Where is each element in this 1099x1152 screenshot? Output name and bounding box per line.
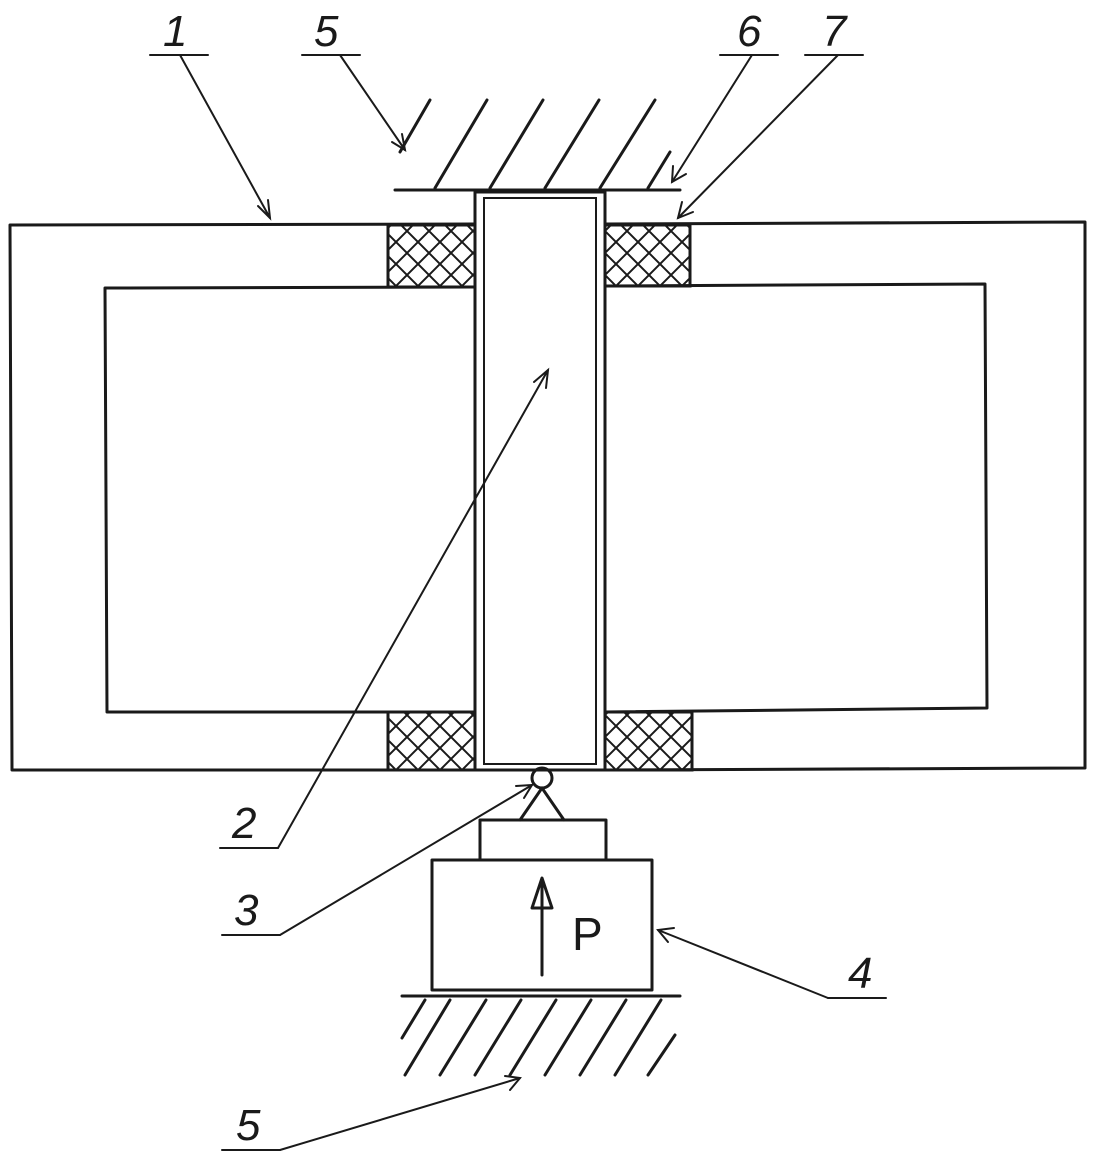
label-7: 7 <box>822 7 848 56</box>
label-5-bottom: 5 <box>236 1101 261 1150</box>
hinge-joint <box>518 766 566 822</box>
loading-device: P <box>430 818 654 992</box>
bottom-fixed-support <box>400 994 682 1077</box>
top-fixed-support <box>393 98 682 192</box>
callouts: 1 5 6 7 2 3 4 5 <box>149 7 887 1151</box>
outer-frame <box>8 220 1087 772</box>
label-6: 6 <box>737 7 762 56</box>
label-2: 2 <box>231 799 256 848</box>
force-label: P <box>572 908 603 960</box>
central-rod <box>473 190 607 772</box>
force-arrow-head <box>530 876 554 910</box>
label-4: 4 <box>848 949 872 998</box>
label-3: 3 <box>234 886 259 935</box>
label-1: 1 <box>163 7 187 56</box>
seal-elements <box>386 223 694 772</box>
label-5-top: 5 <box>314 7 339 56</box>
